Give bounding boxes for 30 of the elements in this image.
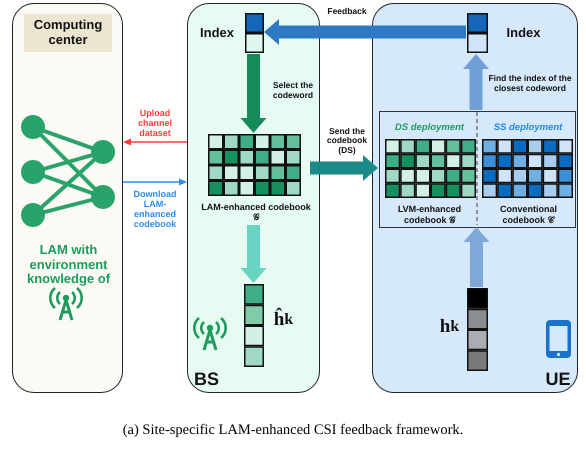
- caption: (a) Site-specific LAM-enhanced CSI feedback framework.: [122, 420, 464, 440]
- panel-label: LAM with environment knowledge of: [26, 241, 112, 288]
- edge-label: Find the index of the closest codeword: [487, 72, 573, 95]
- base-station-panel: [187, 3, 320, 393]
- edge-label: Send the codebook (DS): [326, 124, 368, 157]
- arrow: [123, 138, 187, 146]
- panel-label: BS: [194, 368, 220, 391]
- codebook-label: Conventional codebook 𝒞: [498, 203, 558, 226]
- panel-label: UE: [544, 368, 572, 391]
- edge-label: Upload channel dataset: [136, 106, 173, 140]
- block-arrow: [310, 155, 378, 181]
- codebook-label: LAM-enhanced codebook 𝒢: [201, 200, 311, 224]
- user-equipment-panel: [372, 3, 578, 393]
- arrow: [123, 178, 187, 186]
- edge-label: Select the codeword: [272, 79, 314, 102]
- block-arrow: [240, 225, 266, 283]
- edge-label: Feedback: [326, 5, 368, 18]
- section-heading: SS deployment: [492, 120, 564, 135]
- deployment-box: [379, 111, 576, 228]
- block-arrow: [463, 54, 489, 110]
- panel-heading: Computing center: [24, 14, 112, 52]
- edge-label: Download LAM-enhanced codebook: [132, 188, 178, 232]
- section-heading: DS deployment: [394, 120, 466, 135]
- vector-label: Index: [199, 24, 235, 42]
- block-arrow: [240, 54, 266, 133]
- block-arrow: [464, 227, 490, 287]
- vector-label: Index: [506, 24, 542, 42]
- computing-center-panel: [12, 3, 123, 393]
- codebook-label: LVM-enhanced codebook 𝒢: [396, 203, 462, 226]
- block-arrow: [264, 19, 466, 45]
